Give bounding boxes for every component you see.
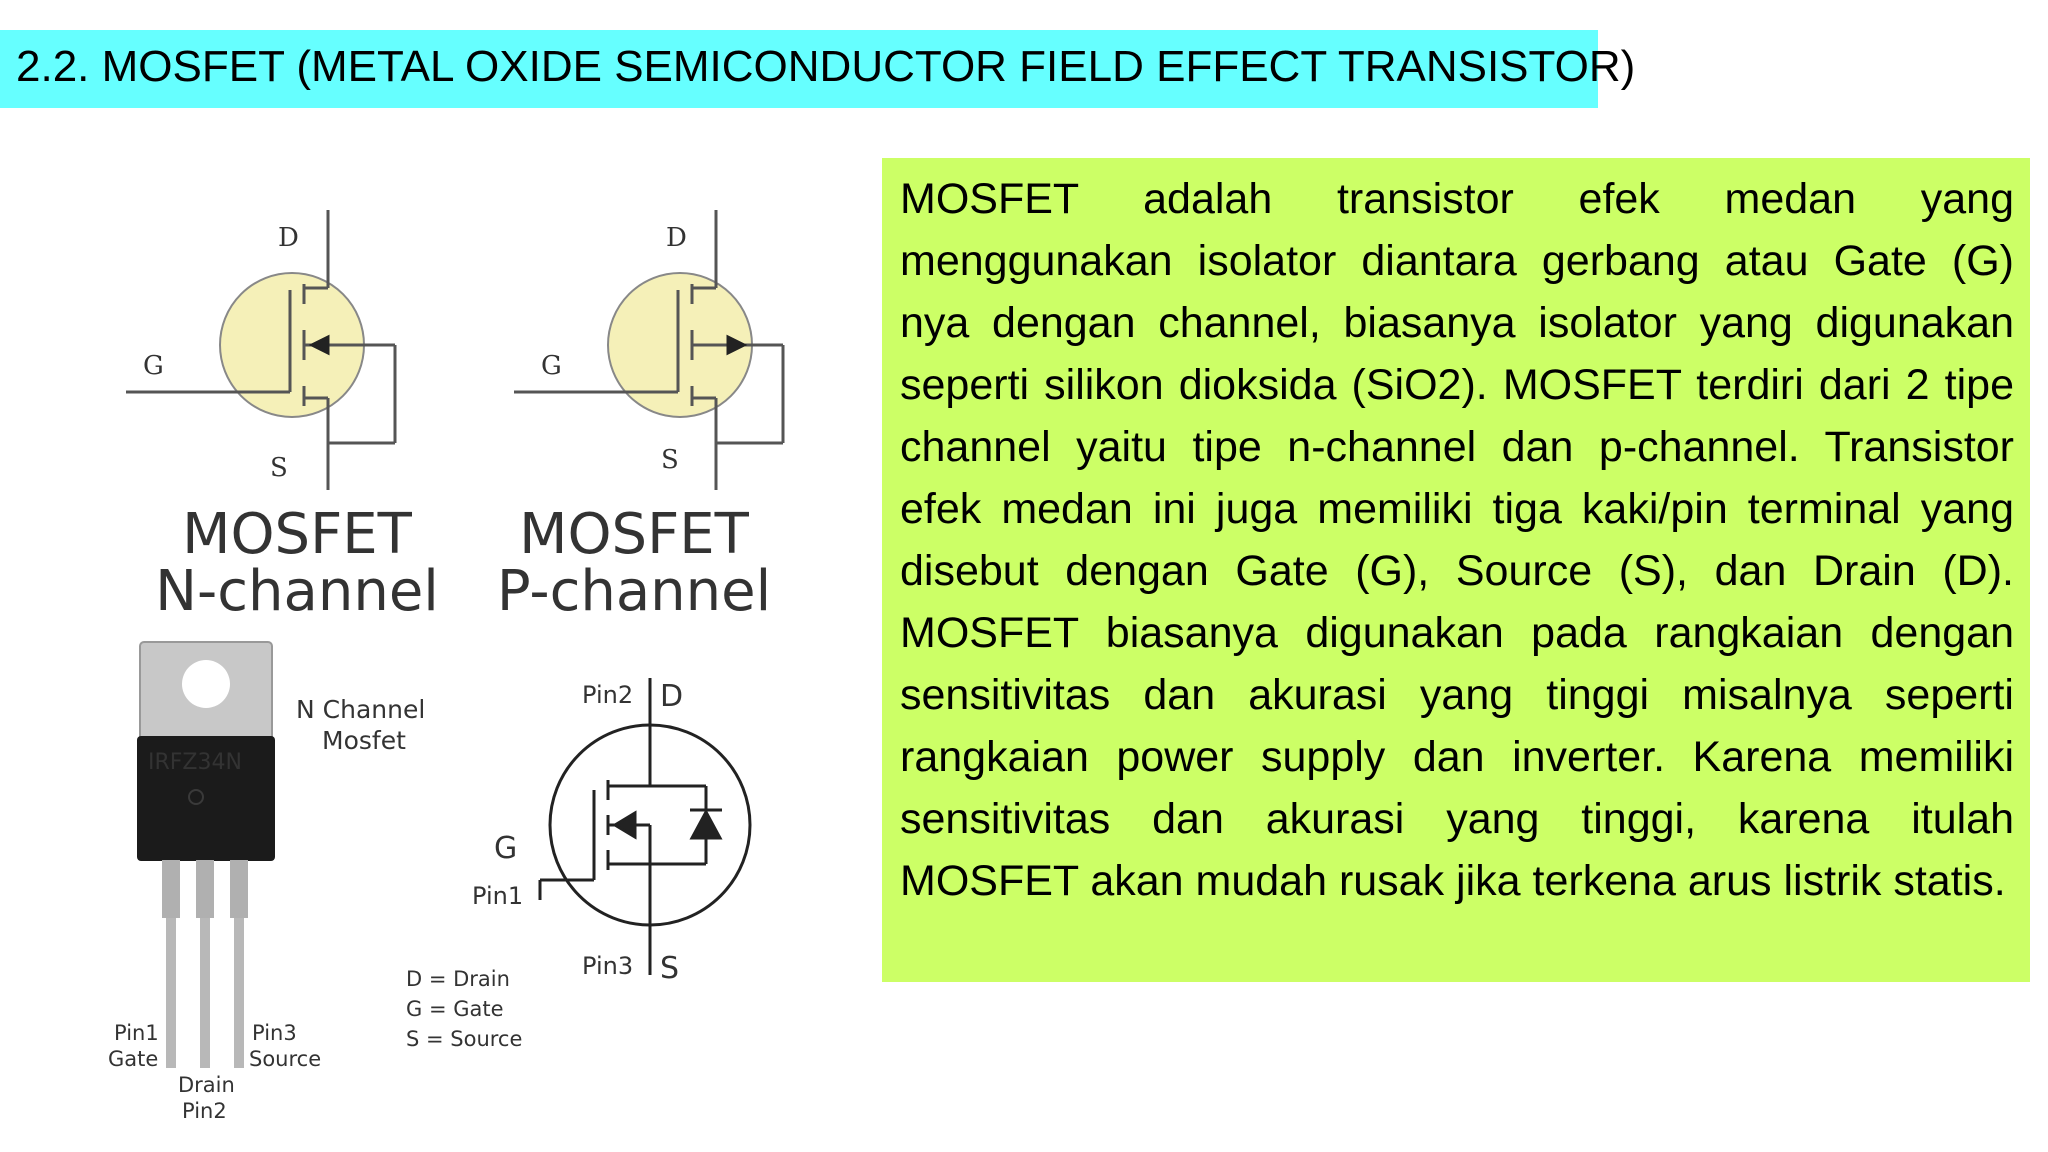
package-type-line1: N Channel	[296, 695, 425, 724]
pinout-pin2: Pin2	[582, 681, 633, 709]
p-gate-label: G	[541, 351, 562, 381]
mosfet-n-channel-symbol-icon	[126, 210, 397, 490]
p-drain-label: D	[666, 223, 687, 253]
n-source-label: S	[270, 453, 288, 483]
package-pin1-line2: Gate	[108, 1047, 158, 1071]
package-pin2-line1: Drain	[178, 1073, 235, 1097]
description-box: MOSFET adalah transistor efek medan yang…	[882, 158, 2030, 982]
n-label-channel: N-channel	[155, 559, 439, 624]
package-pin3-line2: Source	[249, 1047, 321, 1071]
n-gate-label: G	[143, 351, 164, 381]
legend-source: S = Source	[406, 1027, 522, 1051]
title-bar: 2.2. MOSFET (METAL OXIDE SEMICONDUCTOR F…	[0, 30, 1635, 108]
pinout-pin3: Pin3	[582, 952, 633, 980]
pinout-drain: D	[660, 679, 683, 714]
pinout-gate: G	[494, 831, 517, 866]
slide-title: 2.2. MOSFET (METAL OXIDE SEMICONDUCTOR F…	[16, 42, 1636, 91]
to220-package-icon	[137, 641, 275, 1068]
legend-gate: G = Gate	[406, 997, 504, 1021]
mosfet-pinout-symbol-icon	[538, 678, 752, 975]
p-label-mosfet: MOSFET	[519, 502, 750, 567]
package-marking: IRFZ34N	[148, 750, 242, 775]
package-pin1-line1: Pin1	[114, 1021, 159, 1045]
legend-drain: D = Drain	[406, 967, 510, 991]
description-text: MOSFET adalah transistor efek medan yang…	[900, 175, 2014, 905]
mosfet-diagrams: D G S MOSFET N-channel D G S MOSFET P-ch…	[108, 210, 785, 1123]
p-source-label: S	[661, 445, 679, 475]
pinout-pin1: Pin1	[472, 882, 523, 910]
package-type-line2: Mosfet	[322, 726, 406, 755]
n-drain-label: D	[278, 223, 299, 253]
p-label-channel: P-channel	[497, 559, 771, 624]
package-pin3-line1: Pin3	[252, 1021, 297, 1045]
package-pin2-line2: Pin2	[182, 1099, 227, 1123]
n-label-mosfet: MOSFET	[182, 502, 413, 567]
mosfet-p-channel-symbol-icon	[514, 210, 785, 490]
pinout-source: S	[660, 951, 679, 986]
